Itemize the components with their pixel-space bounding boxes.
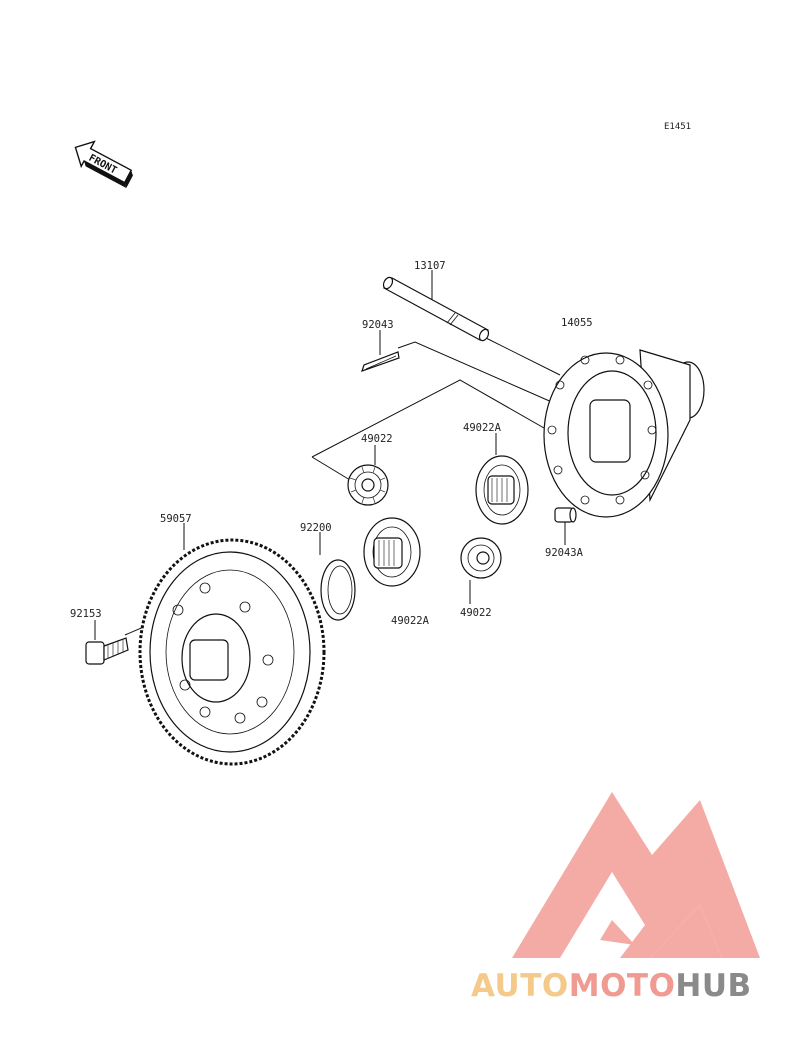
part-label-49022-top: 49022 bbox=[361, 433, 393, 445]
pinion-gear-49022-bottom bbox=[460, 537, 502, 579]
ring-gear-59057 bbox=[138, 538, 326, 766]
diagram-code: E1451 bbox=[664, 122, 691, 132]
side-gear-49022A-bottom bbox=[363, 517, 421, 587]
bolt-92153 bbox=[85, 637, 129, 665]
pin-92043A bbox=[554, 507, 577, 523]
part-label-13107: 13107 bbox=[414, 260, 446, 272]
part-label-92043: 92043 bbox=[362, 319, 394, 331]
part-label-14055: 14055 bbox=[561, 317, 593, 329]
part-label-92043A: 92043A bbox=[545, 547, 584, 559]
part-label-49022A-bottom: 49022A bbox=[391, 615, 430, 627]
part-label-49022A-top: 49022A bbox=[463, 422, 502, 434]
shaft-13107 bbox=[382, 276, 490, 342]
watermark-text: AUTOMOTOHUB bbox=[471, 968, 752, 1004]
part-label-92153: 92153 bbox=[70, 608, 102, 620]
watermark-auto: AUTO bbox=[471, 968, 569, 1004]
watermark-hub: HUB bbox=[675, 968, 751, 1004]
front-arrow-icon: FRONT bbox=[74, 140, 133, 189]
part-label-49022-bottom: 49022 bbox=[460, 607, 492, 619]
watermark-logo-icon bbox=[512, 792, 760, 958]
differential-case-14055 bbox=[543, 349, 705, 518]
part-label-59057: 59057 bbox=[160, 513, 192, 525]
side-gear-49022A-top bbox=[475, 455, 529, 525]
part-label-92200: 92200 bbox=[300, 522, 332, 534]
pinion-gear-49022-top bbox=[347, 464, 389, 506]
washer-92200 bbox=[320, 559, 356, 621]
pin-92043 bbox=[361, 351, 400, 372]
watermark-moto: MOTO bbox=[569, 968, 676, 1004]
